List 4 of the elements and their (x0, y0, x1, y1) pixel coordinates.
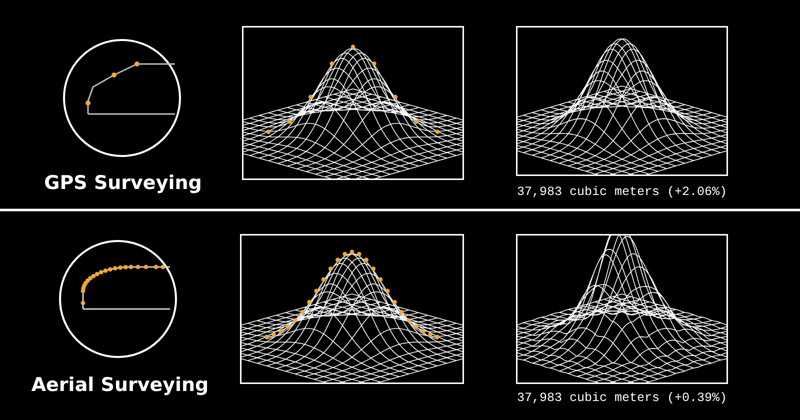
volume-value: 37,983 cubic meters (+2.06%) (516, 185, 728, 199)
volume-value: 37,983 cubic meters (+0.39%) (516, 391, 728, 405)
section-title: Aerial Surveying (31, 374, 209, 396)
section-title: GPS Surveying (44, 172, 202, 194)
